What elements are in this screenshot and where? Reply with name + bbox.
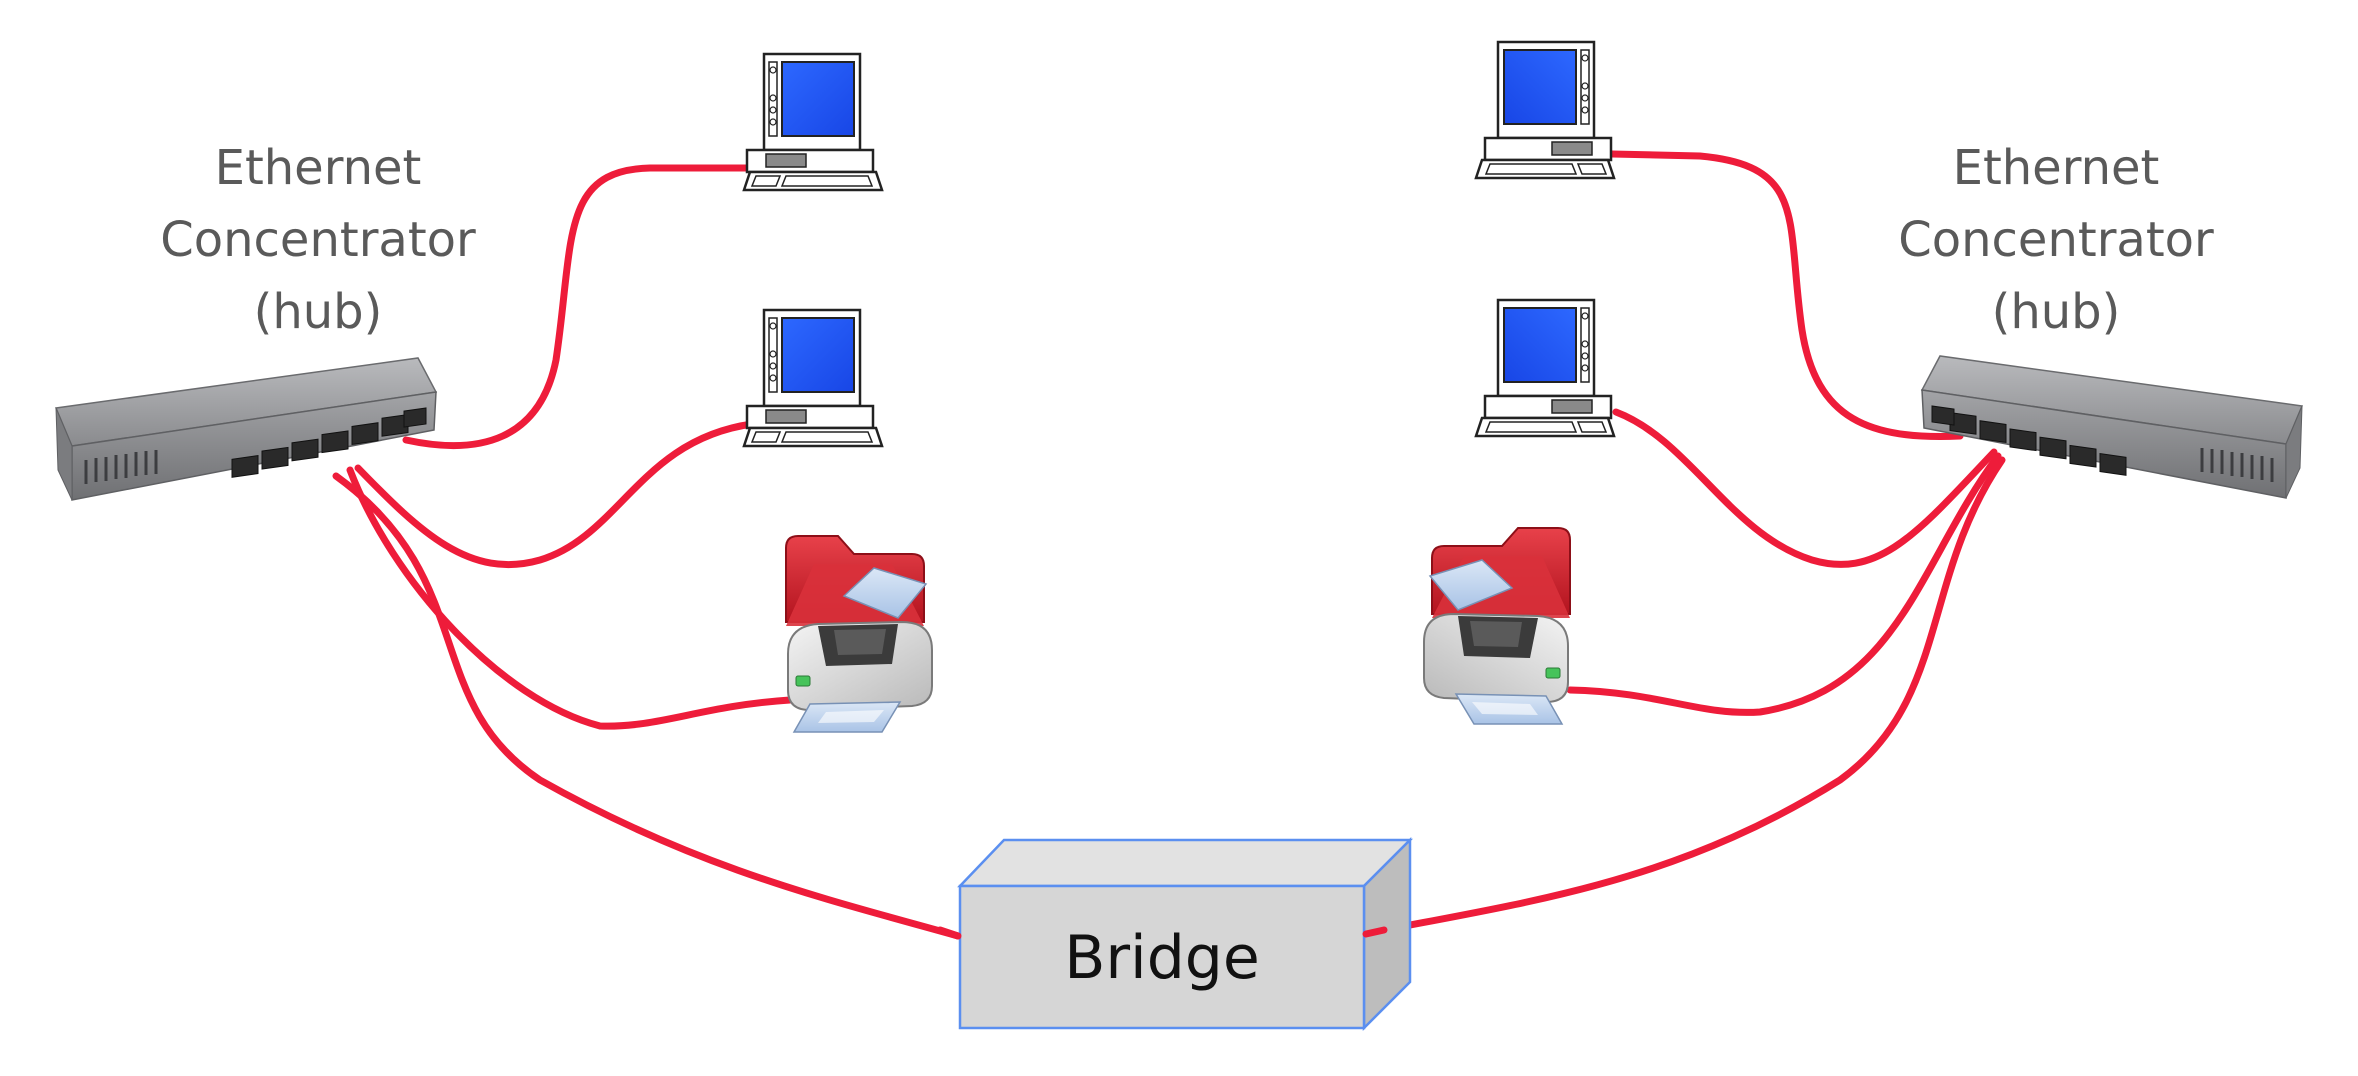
cable-left-hub-to-bridge bbox=[332, 472, 962, 940]
desktop-computer-icon-right-2 bbox=[1474, 298, 1616, 438]
ethernet-hub-icon-right bbox=[1921, 355, 2303, 499]
ethernet-hub-icon-left bbox=[55, 357, 437, 501]
cable-left-hub-to-printer-left bbox=[346, 466, 794, 730]
hub-left-label-line-2: Concentrator bbox=[160, 212, 476, 268]
hub-right-label-line-3: (hub) bbox=[1991, 284, 2121, 340]
hub-left-label-line-3: (hub) bbox=[253, 284, 383, 340]
hub-left-label: Ethernet Concentrator (hub) bbox=[108, 132, 528, 348]
cable-left-hub-to-computer-1 bbox=[402, 164, 756, 450]
desktop-computer-icon-right-1 bbox=[1474, 40, 1616, 180]
desktop-computer-icon-left-2 bbox=[742, 308, 884, 448]
cable-right-hub-to-computer-1 bbox=[1608, 150, 1964, 440]
cable-right-hub-to-bridge bbox=[1380, 456, 2006, 934]
printer-icon-left bbox=[785, 535, 933, 733]
bridge-label: Bridge bbox=[1064, 923, 1260, 993]
hub-left-label-line-1: Ethernet bbox=[214, 140, 422, 196]
bridge-box: Bridge bbox=[957, 836, 1414, 1032]
cable-left-hub-to-computer-2 bbox=[354, 420, 756, 568]
cable-right-hub-to-printer-right bbox=[1566, 452, 2002, 716]
hub-right-label-line-2: Concentrator bbox=[1898, 212, 2214, 268]
hub-right-label: Ethernet Concentrator (hub) bbox=[1846, 132, 2266, 348]
desktop-computer-icon-left-1 bbox=[742, 52, 884, 192]
cables bbox=[332, 150, 2006, 940]
cable-right-hub-to-computer-2 bbox=[1612, 408, 1998, 568]
hub-right-label-line-1: Ethernet bbox=[1952, 140, 2160, 196]
printer-icon-right bbox=[1423, 527, 1571, 725]
